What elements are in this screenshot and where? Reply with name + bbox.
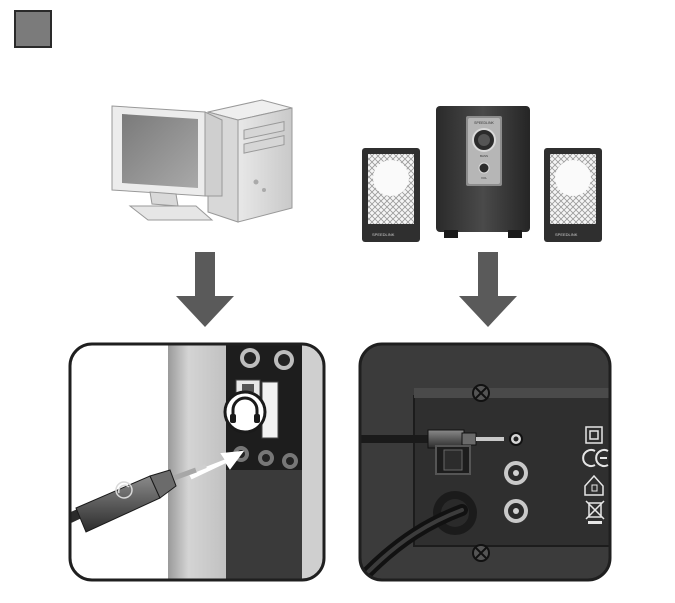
- pc-rear-panel-detail: [70, 344, 324, 580]
- sub-brand: SPEEDLINK: [474, 121, 494, 125]
- headphone-port-icon: [225, 392, 265, 432]
- subwoofer-rear-panel-detail: [360, 344, 610, 580]
- right-speaker-brand: SPEEDLINK: [555, 232, 578, 237]
- down-arrow-icon: [459, 252, 517, 327]
- desktop-computer-icon: [112, 100, 292, 222]
- bass-knob-label: BASS: [480, 154, 488, 158]
- speaker-system-icon: SPEEDLINK SPEEDLINK BASS VOL SPEEDLINK: [362, 106, 602, 242]
- volume-knob-label: VOL: [481, 176, 487, 180]
- left-speaker-brand: SPEEDLINK: [372, 232, 395, 237]
- down-arrow-icon: [176, 252, 234, 327]
